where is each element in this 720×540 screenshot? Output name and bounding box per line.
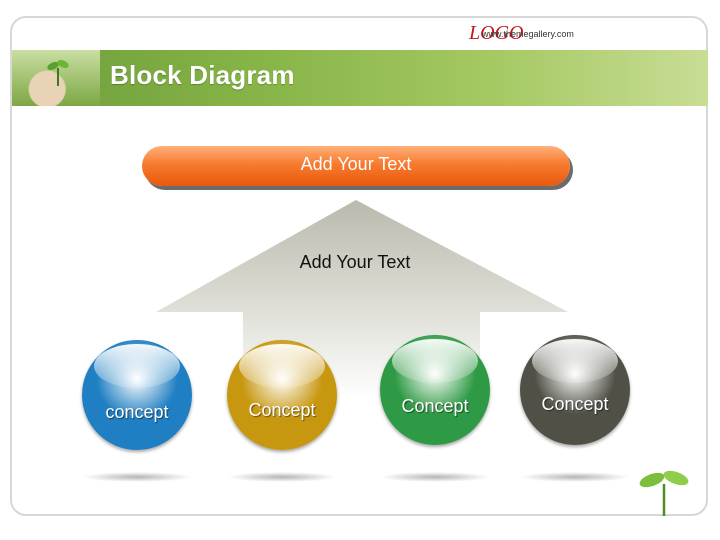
sprout-icon — [47, 59, 69, 86]
concept-label-2: Concept — [248, 400, 316, 420]
concept-sphere-4[interactable]: Concept — [520, 335, 630, 445]
plant-in-hands-image — [12, 50, 100, 106]
arrow-text: Add Your Text — [299, 252, 411, 272]
logo: LOGO — [469, 22, 524, 44]
concept-sphere-3[interactable]: Concept — [380, 335, 490, 445]
text-banner[interactable] — [142, 146, 570, 186]
concept-sphere-1[interactable]: concept — [82, 340, 192, 450]
banner-text: Add Your Text — [300, 154, 412, 174]
header-band — [12, 50, 708, 106]
sphere-shadow — [227, 472, 337, 482]
site-url: www.themegallery.com — [482, 29, 574, 39]
concept-label-3: Concept — [401, 396, 469, 416]
concept-sphere-2[interactable]: Concept — [227, 340, 337, 450]
sphere-shadow — [380, 472, 490, 482]
sphere-shadow — [82, 472, 192, 482]
concept-label-4: Concept — [541, 394, 609, 414]
concept-label-1: concept — [105, 402, 169, 422]
page-title: Block Diagram — [110, 60, 295, 90]
sphere-shadow — [520, 472, 630, 482]
sprout-icon — [639, 470, 689, 516]
